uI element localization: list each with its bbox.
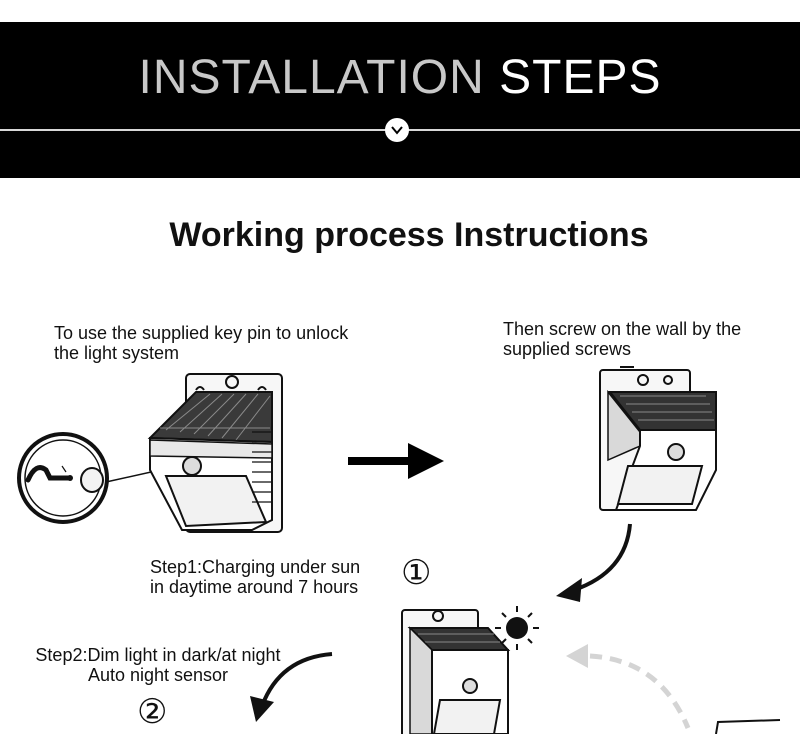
step2-number: ② <box>137 692 168 732</box>
step1-number: ① <box>401 553 432 593</box>
banner-title: INSTALLATION STEPS <box>0 50 800 106</box>
caption-screw-line1: Then screw on the wall by the <box>503 319 742 339</box>
chevron-down-icon <box>391 126 403 135</box>
caption-step2-line2: Auto night sensor <box>87 665 229 685</box>
caption-step1-line1: Step1:Charging under sun <box>150 557 361 577</box>
banner-title-part2: STEPS <box>499 51 662 104</box>
caption-unlock-line1: To use the supplied key pin to unlock <box>54 323 349 343</box>
caption-step2-line1: Step2:Dim light in dark/at night <box>35 645 281 665</box>
banner-title-part1: INSTALLATION <box>138 51 485 104</box>
caption-screw-line2: supplied screws <box>503 339 632 359</box>
banner-badge <box>385 118 409 142</box>
caption-unlock-line2: the light system <box>54 343 180 363</box>
section-title: Working process Instructions <box>169 216 649 254</box>
header-banner: INSTALLATION STEPS <box>0 22 800 178</box>
caption-step1-line2: in daytime around 7 hours <box>150 577 359 597</box>
